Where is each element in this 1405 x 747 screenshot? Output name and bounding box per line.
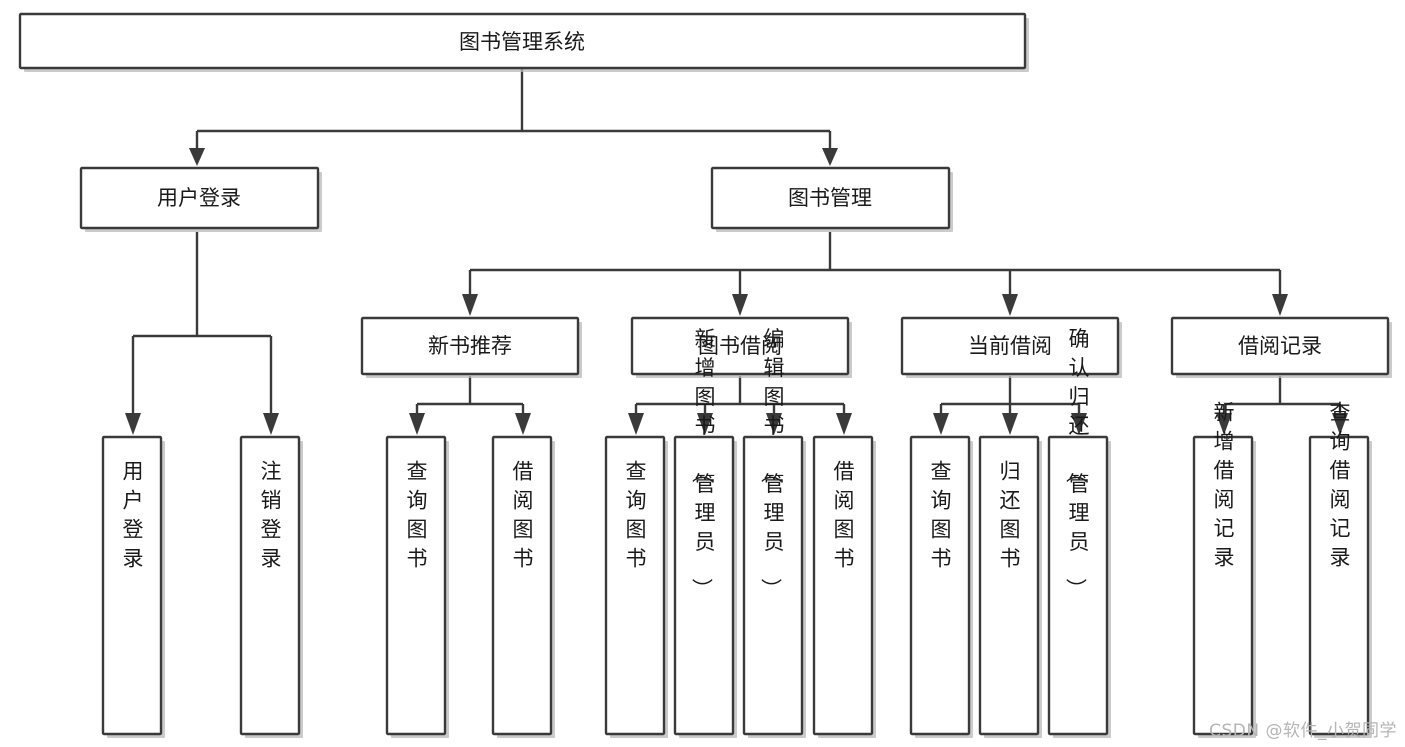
- arrow-to-l5: [628, 413, 644, 435]
- leaf-add-borrow-record-box[interactable]: [1192, 435, 1254, 736]
- leaf-add-borrow-record[interactable]: 新增借阅记录: [1192, 401, 1256, 739]
- node-current-borrow-box[interactable]: [900, 316, 1120, 376]
- leaf-borrow-book-1-box[interactable]: [491, 435, 553, 736]
- arrow-to-l1: [125, 413, 141, 435]
- leaf-edit-book-admin[interactable]: 编辑图书（管理员）: [742, 327, 806, 738]
- connector-layer: [125, 68, 1348, 435]
- node-new-book-recommend-label: 新书推荐: [428, 334, 512, 358]
- arrow-to-n5: [1002, 294, 1018, 316]
- arrow-to-l2: [263, 413, 279, 435]
- leaf-add-book-admin-box[interactable]: [673, 435, 735, 736]
- node-borrow-record-box[interactable]: [1170, 316, 1390, 376]
- leaf-borrow-book-2-box[interactable]: [812, 435, 874, 736]
- leaf-query-book-3-label: 查询图书: [931, 460, 952, 571]
- leaf-confirm-return-admin[interactable]: 确认归还（管理员）: [1047, 327, 1111, 738]
- node-new-book-recommend-box[interactable]: [360, 316, 580, 376]
- node-current-borrow[interactable]: 当前借阅: [900, 316, 1122, 378]
- arrow-to-n6: [1272, 294, 1288, 316]
- node-book-borrow[interactable]: 图书借阅: [630, 316, 852, 378]
- arrow-to-n1: [189, 148, 205, 166]
- node-user-login-label: 用户登录: [157, 186, 241, 210]
- leaf-edit-book-admin-box[interactable]: [742, 435, 804, 736]
- node-root[interactable]: 图书管理系统: [18, 12, 1029, 72]
- node-new-book-recommend[interactable]: 新书推荐: [360, 316, 582, 378]
- node-root-label: 图书管理系统: [459, 30, 585, 54]
- leaf-add-borrow-record-label: 新增借阅记录: [1214, 401, 1235, 570]
- leaf-confirm-return-admin-box[interactable]: [1047, 435, 1109, 736]
- leaf-query-book-2-box[interactable]: [604, 435, 666, 736]
- node-borrow-record-label: 借阅记录: [1238, 334, 1322, 358]
- node-book-borrow-label: 图书借阅: [698, 334, 782, 358]
- arrow-to-l9: [933, 413, 949, 435]
- leaf-logout-label: 注销登录: [261, 460, 282, 571]
- node-current-borrow-label: 当前借阅: [968, 334, 1052, 358]
- arrow-to-l10: [1002, 413, 1018, 435]
- leaf-query-book-3[interactable]: 查询图书: [909, 435, 973, 738]
- leaf-return-book-label: 归还图书: [1000, 460, 1021, 571]
- leaf-add-book-admin-label: 新增图书（管理员）: [690, 327, 716, 599]
- leaf-user-login[interactable]: 用户登录: [101, 435, 165, 738]
- arrow-to-n2: [822, 148, 838, 166]
- leaf-borrow-book-2-label: 借阅图书: [834, 460, 855, 571]
- arrow-to-n4: [732, 294, 748, 316]
- leaf-borrow-book-1[interactable]: 借阅图书: [491, 435, 555, 738]
- node-user-login[interactable]: 用户登录: [79, 166, 322, 232]
- node-book-management[interactable]: 图书管理: [710, 166, 953, 232]
- leaf-borrow-book-1-label: 借阅图书: [513, 460, 534, 571]
- node-book-borrow-box[interactable]: [630, 316, 850, 376]
- leaf-query-borrow-record-label: 查询借阅记录: [1330, 401, 1351, 570]
- arrow-to-l12: [1216, 413, 1232, 435]
- arrow-to-l13: [1332, 413, 1348, 435]
- leaf-query-book-2[interactable]: 查询图书: [604, 435, 668, 738]
- arrow-to-l3: [409, 413, 425, 435]
- leaf-query-book-1-box[interactable]: [385, 435, 447, 736]
- arrow-to-l6: [697, 413, 713, 435]
- leaf-add-book-admin[interactable]: 新增图书（管理员）: [673, 327, 737, 738]
- node-book-management-box[interactable]: [710, 166, 951, 230]
- leaf-return-book[interactable]: 归还图书: [978, 435, 1042, 738]
- leaf-query-borrow-record[interactable]: 查询借阅记录: [1308, 401, 1372, 739]
- leaf-edit-book-admin-label: 编辑图书（管理员）: [759, 327, 785, 599]
- leaf-query-book-1-label: 查询图书: [407, 460, 428, 571]
- leaf-confirm-return-admin-label: 确认归还（管理员）: [1064, 327, 1090, 599]
- arrow-to-l4: [515, 413, 531, 435]
- leaf-query-borrow-record-box[interactable]: [1308, 435, 1370, 736]
- leaf-query-book-2-label: 查询图书: [626, 460, 647, 571]
- node-book-management-label: 图书管理: [788, 186, 872, 210]
- arrow-to-l7: [766, 413, 782, 435]
- leaf-query-book-1[interactable]: 查询图书: [385, 435, 449, 738]
- node-borrow-record[interactable]: 借阅记录: [1170, 316, 1392, 378]
- arrow-to-n3: [462, 294, 478, 316]
- leaf-user-login-box[interactable]: [101, 435, 163, 736]
- leaf-logout-box[interactable]: [239, 435, 301, 736]
- node-root-box[interactable]: [18, 12, 1027, 70]
- leaf-borrow-book-2[interactable]: 借阅图书: [812, 435, 876, 738]
- leaf-return-book-box[interactable]: [978, 435, 1040, 736]
- node-user-login-box[interactable]: [79, 166, 320, 230]
- leaf-query-book-3-box[interactable]: [909, 435, 971, 736]
- leaf-user-login-label: 用户登录: [123, 460, 144, 571]
- arrow-to-l8: [836, 413, 852, 435]
- leaf-logout[interactable]: 注销登录: [239, 435, 303, 738]
- arrow-to-l11: [1071, 413, 1087, 435]
